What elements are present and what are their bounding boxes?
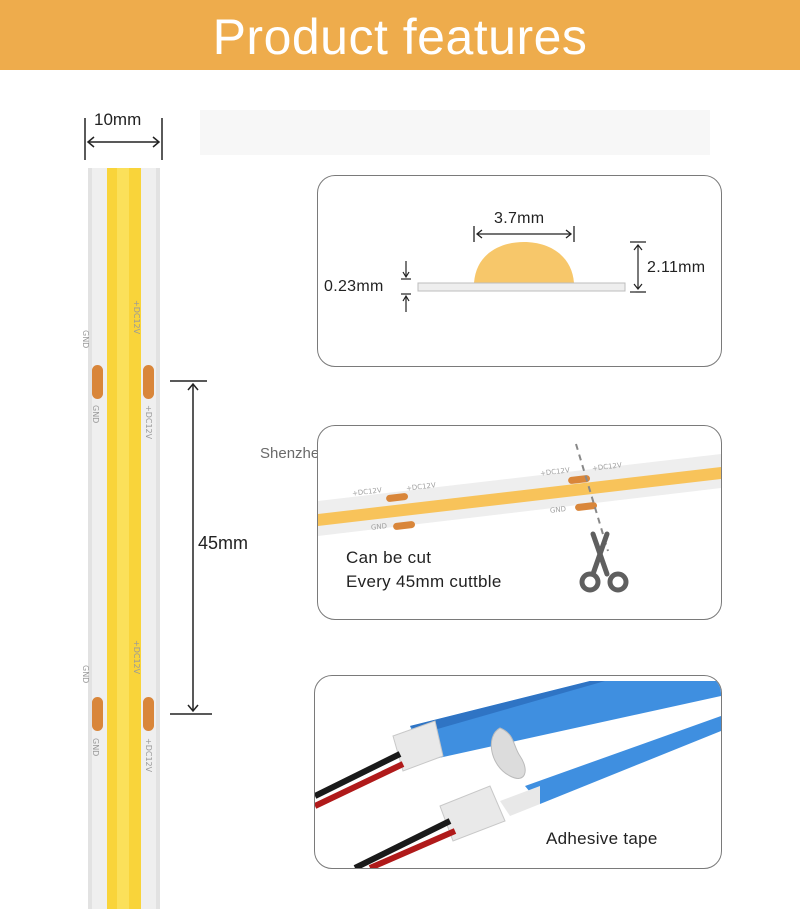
cut-line (575, 443, 609, 552)
lower-tape (525, 716, 721, 804)
tape-panel: Adhesive tape (314, 675, 722, 869)
adhesive-tape-label: Adhesive tape (546, 829, 658, 848)
strip-led-diagonal (318, 467, 721, 526)
width-label: 10mm (94, 110, 142, 129)
cross-section-graphic (401, 226, 646, 312)
copper-pad (92, 365, 103, 399)
pad-label-gnd-mid: GND (91, 405, 100, 424)
pad-label-plus-bottom: +DC12V (144, 738, 153, 773)
peeled-liner (490, 727, 526, 779)
pad-label-plus-top: +DC12V (132, 300, 141, 335)
copper-pad (92, 697, 103, 731)
faded-shadow (200, 110, 710, 155)
pad-label-gnd-top: GND (81, 330, 90, 349)
top-width-label: 3.7mm (494, 210, 545, 227)
width-dimension (84, 118, 163, 160)
pcb-thickness-label: 0.23mm (324, 278, 384, 295)
copper-pad (143, 697, 154, 731)
copper-pad (143, 365, 154, 399)
pad-label-plus-low: +DC12V (132, 640, 141, 675)
banner-title: Product features (212, 9, 588, 65)
pcb-base (417, 282, 626, 292)
cut-graphic (318, 443, 721, 593)
upper-tape (410, 681, 721, 761)
led-strip-vertical (88, 168, 160, 909)
title-banner: Product features (0, 0, 800, 70)
scissors-icon (579, 531, 629, 593)
tape-graphic (315, 681, 721, 868)
cut-length-label: 45mm (198, 533, 249, 553)
cut-text-line1: Can be cut (346, 548, 432, 567)
cut-text-line2: Every 45mm cuttble (346, 572, 502, 591)
phosphor-dome (474, 242, 574, 283)
cut-panel: +DC12V +DC12V GND GND +DC12V +DC12V Can … (317, 425, 722, 620)
pad-label-plus-mid: +DC12V (144, 405, 153, 440)
red-wire (315, 761, 405, 809)
cross-section-panel: 3.7mm 0.23mm 2.11mm (317, 175, 722, 367)
cut-length-dimension (170, 380, 212, 715)
height-label: 2.11mm (647, 259, 706, 276)
pad-label-gnd-low: GND (81, 665, 90, 684)
pad-label-gnd-bottom: GND (91, 738, 100, 757)
